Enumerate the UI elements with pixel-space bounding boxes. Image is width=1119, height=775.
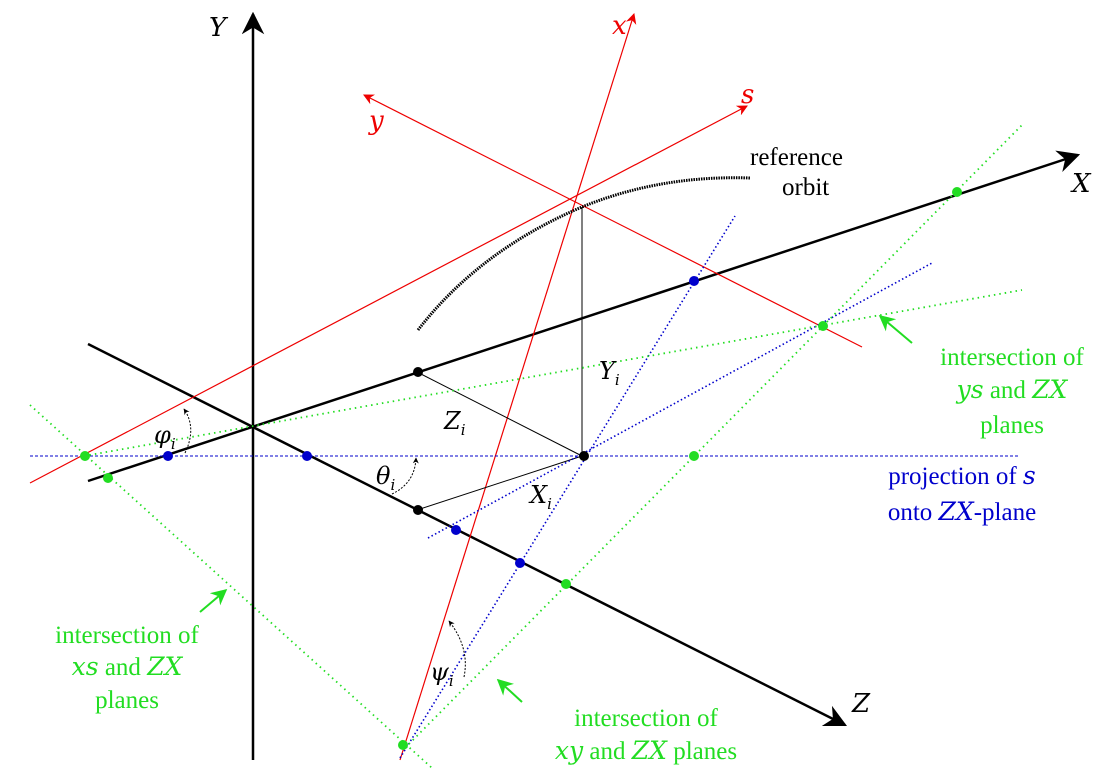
annotation-projection-line2: onto ZX-plane bbox=[888, 497, 1036, 526]
annotation-xy-zx: intersection of xy and ZX planes bbox=[555, 705, 737, 765]
point-blue bbox=[515, 558, 525, 568]
annotation-xs-zx-line2: xs and ZX bbox=[72, 652, 184, 681]
psi-angle-label: ψi bbox=[430, 658, 454, 690]
green-line-ys-zx bbox=[83, 289, 1023, 457]
x-component-label: Xi bbox=[528, 481, 552, 513]
point-blue bbox=[302, 451, 312, 461]
point-blue bbox=[689, 276, 699, 286]
reference-orbit-label-line2: orbit bbox=[782, 174, 829, 201]
point-x-component bbox=[413, 367, 423, 377]
x-component-line bbox=[416, 455, 583, 511]
annotation-ys-zx-line3: planes bbox=[980, 412, 1044, 439]
z-axis-label: Z bbox=[851, 689, 871, 719]
annotation-xs-zx-line3: planes bbox=[95, 687, 159, 714]
annotation-arrow-ys-zx bbox=[878, 314, 913, 344]
phi-angle-label: φi bbox=[154, 421, 176, 453]
psi-angle-arc bbox=[448, 620, 466, 678]
annotation-arrow-xs-zx bbox=[199, 588, 228, 613]
x-axis-global bbox=[87, 150, 1081, 483]
point-green bbox=[561, 579, 571, 589]
x-axis-label: X bbox=[1070, 169, 1092, 199]
z-component-label: Zi bbox=[443, 407, 466, 439]
z-axis-global bbox=[87, 342, 848, 727]
annotation-arrow-xy-zx bbox=[496, 678, 523, 703]
annotation-xs-zx: intersection of xs and ZX planes bbox=[55, 622, 199, 714]
point-blue bbox=[163, 451, 173, 461]
point-origin-projection bbox=[579, 451, 589, 461]
y-component-label: Yi bbox=[599, 357, 620, 389]
annotation-projection-line1: projection of s bbox=[888, 461, 1036, 490]
point-green bbox=[689, 451, 699, 461]
green-line-xs-zx bbox=[29, 404, 433, 769]
phi-angle-arc bbox=[183, 408, 192, 454]
annotation-ys-zx-line2: ys and ZX bbox=[956, 375, 1069, 404]
annotation-ys-zx-line1: intersection of bbox=[940, 344, 1084, 371]
y-local-label: y bbox=[368, 106, 384, 136]
theta-angle-arc bbox=[391, 457, 419, 495]
reference-orbit-curve bbox=[416, 176, 751, 331]
annotation-xy-zx-line1: intersection of bbox=[574, 705, 718, 732]
point-z-component bbox=[413, 505, 423, 515]
s-local-label: s bbox=[741, 80, 754, 110]
annotation-xs-zx-line1: intersection of bbox=[55, 622, 199, 649]
x-axis-local bbox=[399, 12, 637, 761]
y-axis-local bbox=[363, 94, 863, 348]
z-component-line bbox=[416, 371, 583, 457]
annotation-ys-zx: intersection of ys and ZX planes bbox=[940, 344, 1084, 439]
point-blue bbox=[451, 525, 461, 535]
point-green bbox=[952, 187, 962, 197]
y-axis-label: Y bbox=[209, 13, 229, 43]
annotation-projection: projection of s onto ZX-plane bbox=[888, 461, 1036, 526]
x-local-label: x bbox=[612, 11, 627, 41]
point-green bbox=[818, 321, 828, 331]
s-axis-local bbox=[29, 105, 748, 484]
reference-orbit-label-line1: reference bbox=[750, 144, 843, 171]
annotation-xy-zx-line2: xy and ZX planes bbox=[555, 736, 737, 765]
theta-angle-label: θi bbox=[376, 462, 395, 494]
point-green bbox=[398, 740, 408, 750]
point-green bbox=[103, 473, 113, 483]
green-line-xy-zx bbox=[404, 124, 1023, 749]
point-green bbox=[80, 451, 90, 461]
